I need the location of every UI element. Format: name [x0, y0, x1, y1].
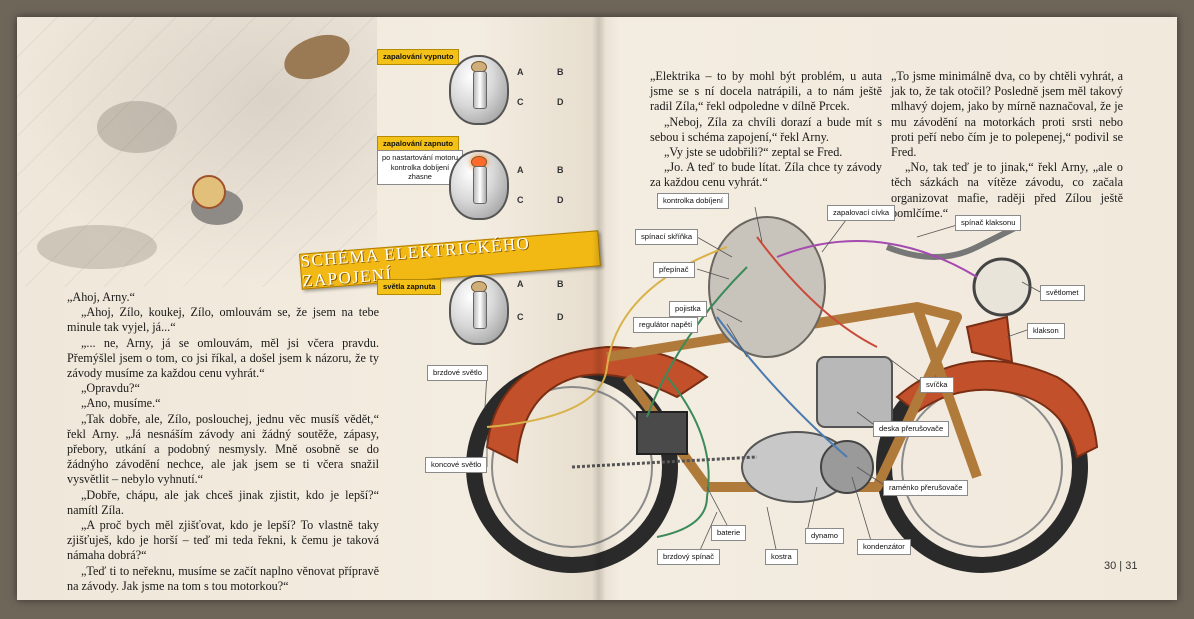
terminal-b: B: [557, 67, 564, 77]
paragraph: „Jo. A teď to bude lítat. Zíla chce ty z…: [650, 160, 882, 190]
drive-chain: [571, 455, 758, 469]
right-page-column-2: „To jsme minimálně dva, co by chtěli vyh…: [891, 69, 1123, 221]
label-tail-light: koncové světlo: [425, 457, 488, 473]
battery-box: [636, 411, 688, 455]
ignition-key-icon: [473, 166, 487, 204]
terminal-a: A: [517, 279, 524, 289]
frame: [606, 302, 962, 492]
paragraph: „To jsme minimálně dva, co by chtěli vyh…: [891, 69, 1123, 160]
paragraph: „Neboj, Zíla za chvíli dorazí a bude mít…: [650, 114, 882, 144]
label-horn-switch: spínač klaksonu: [955, 215, 1022, 231]
label-capacitor: kondenzátor: [857, 539, 911, 555]
label-ignition-off: zapalování vypnuto: [377, 49, 460, 65]
bird-shadow: [97, 101, 177, 153]
label-ignition-coil: zapalovací cívka: [827, 205, 896, 221]
terminal-d: D: [557, 195, 564, 205]
paragraph: „No, tak teď je to jinak,“ řekl Arny, „a…: [891, 160, 1123, 220]
dynamo-cover: [820, 440, 874, 494]
horn: [965, 315, 1014, 364]
page-numbers: 30 | 31: [1104, 560, 1138, 572]
label-charge-lamp-note: po nastartování motoru kontrolka dobíjen…: [377, 150, 463, 185]
bird: [284, 34, 350, 80]
paragraph: „A proč bych měl zjišťovat, kdo je lepší…: [67, 518, 379, 563]
label-ground: kostra: [765, 549, 798, 565]
ignition-switch-lights-diagram: [449, 275, 509, 345]
label-breaker-plate: deska přerušovače: [873, 421, 950, 437]
label-spark-plug: svíčka: [920, 377, 954, 393]
label-switch-box: spínací skříňka: [635, 229, 699, 245]
headlight: [972, 257, 1032, 317]
paragraph: „Opravdu?“: [81, 381, 140, 396]
book-gutter: [592, 17, 606, 600]
paragraph: „Ano, musíme.“: [81, 396, 161, 411]
terminal-c: C: [517, 312, 524, 322]
ignition-switch-on-diagram: [449, 150, 509, 220]
paragraph: „Tak dobře, ale, Zílo, poslouchej, jednu…: [67, 411, 379, 487]
label-charge-lamp: kontrolka dobíjení: [657, 193, 729, 209]
ignition-switch-off-diagram: [449, 55, 509, 125]
label-brake-switch: brzdový spínač: [657, 549, 721, 565]
book-spread: zapalování vypnuto A B C D zapalování za…: [17, 17, 1177, 600]
rear-fender: [485, 345, 709, 464]
left-page-text: „Ahoj, Arny.“ „Ahoj, Zílo, koukej, Zílo,…: [67, 290, 379, 594]
handlebar: [885, 224, 1019, 260]
label-selector: přepínač: [653, 262, 695, 278]
paragraph: „Ahoj, Arny.“: [67, 290, 135, 304]
paragraph: „Dobře, chápu, ale jak chceš jinak zjist…: [67, 487, 379, 517]
mouse-shadow: [37, 225, 157, 269]
label-horn: klakson: [1027, 323, 1065, 339]
label-breaker-arm: raménko přerušovače: [883, 480, 969, 496]
right-page-column-1: „Elektrika – to by mohl být problém, u a…: [650, 69, 882, 191]
terminal-a: A: [517, 165, 524, 175]
fuel-tank: [708, 216, 826, 358]
terminal-d: D: [557, 312, 564, 322]
paragraph: „Ahoj, Zílo, koukej, Zílo, omlouvám se, …: [67, 305, 379, 335]
terminal-c: C: [517, 195, 524, 205]
label-voltage-regulator: regulátor napětí: [633, 317, 699, 333]
label-lights-on: světla zapnuta: [377, 279, 442, 295]
engine-cylinder: [816, 356, 893, 428]
ignition-key-icon: [473, 291, 487, 329]
label-brake-light: brzdové světlo: [427, 365, 488, 381]
ignition-key-icon: [473, 71, 487, 109]
label-ignition-on: zapalování zapnuto: [377, 136, 460, 152]
paragraph: „Vy jste se udobřili?“ zeptal se Fred.: [664, 145, 843, 160]
terminal-a: A: [517, 67, 524, 77]
terminal-c: C: [517, 97, 524, 107]
terminal-b: B: [557, 165, 564, 175]
paragraph: „Teď ti to neřeknu, musíme se začít napl…: [67, 563, 379, 593]
label-battery: baterie: [711, 525, 747, 541]
label-fuse: pojistka: [669, 301, 707, 317]
label-dynamo: dynamo: [805, 528, 845, 544]
terminal-d: D: [557, 97, 564, 107]
label-headlight: světlomet: [1040, 285, 1085, 301]
terminal-b: B: [557, 279, 564, 289]
mouse-helmet: [192, 175, 226, 209]
paragraph: „Elektrika – to by mohl být problém, u a…: [650, 69, 882, 114]
paragraph: „... ne, Arny, já se omlouvám, měl jsi v…: [67, 335, 379, 381]
